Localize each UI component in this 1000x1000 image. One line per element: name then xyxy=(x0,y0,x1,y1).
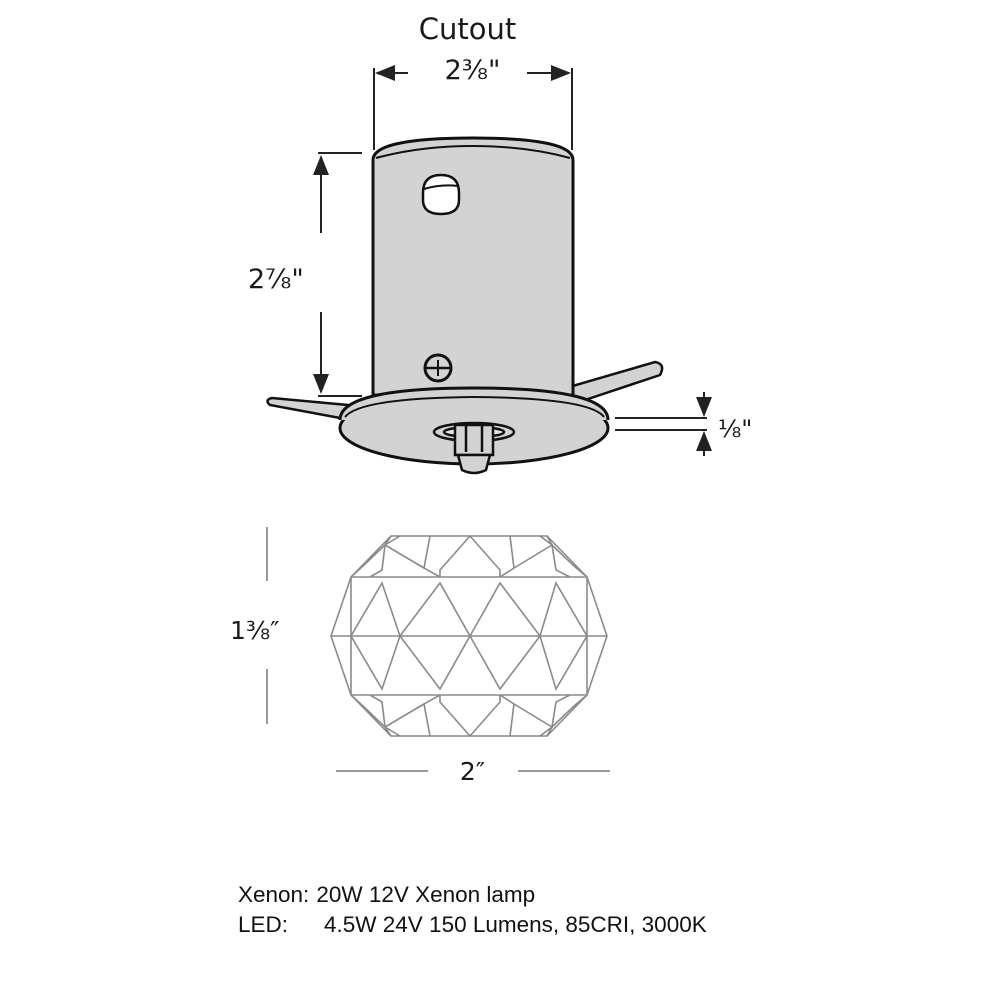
spec-row-led: LED: 4.5W 24V 150 Lumens, 85CRI, 3000K xyxy=(238,910,707,940)
lens-height-label: 1⅜″ xyxy=(230,616,280,645)
flange-thickness-label: ⅛" xyxy=(718,415,753,443)
spec-label-led: LED: xyxy=(238,912,289,937)
cutout-dimension-lines xyxy=(373,65,573,150)
housing-height-label: 2⅞" xyxy=(248,264,304,295)
faceted-crystal-lens xyxy=(330,535,608,737)
cutout-diameter-label: 2⅜" xyxy=(444,55,501,86)
lamp-specs: Xenon: 20W 12V Xenon lamp LED: 4.5W 24V … xyxy=(238,880,707,940)
left-spring-clip xyxy=(266,396,351,420)
spec-value-xenon: 20W 12V Xenon lamp xyxy=(316,882,536,907)
height-dimension-lines xyxy=(313,152,362,397)
lamp-socket xyxy=(432,421,516,475)
spec-row-xenon: Xenon: 20W 12V Xenon lamp xyxy=(238,880,707,910)
cylindrical-housing xyxy=(371,136,575,397)
right-spring-clip xyxy=(547,360,664,402)
spec-value-led: 4.5W 24V 150 Lumens, 85CRI, 3000K xyxy=(324,912,707,937)
lens-width-label: 2″ xyxy=(459,757,486,786)
spec-label-xenon: Xenon: xyxy=(238,882,310,907)
cutout-title: Cutout xyxy=(418,12,517,46)
wire-knockout-hole xyxy=(421,173,461,216)
flange-dimension-lines xyxy=(615,392,712,456)
